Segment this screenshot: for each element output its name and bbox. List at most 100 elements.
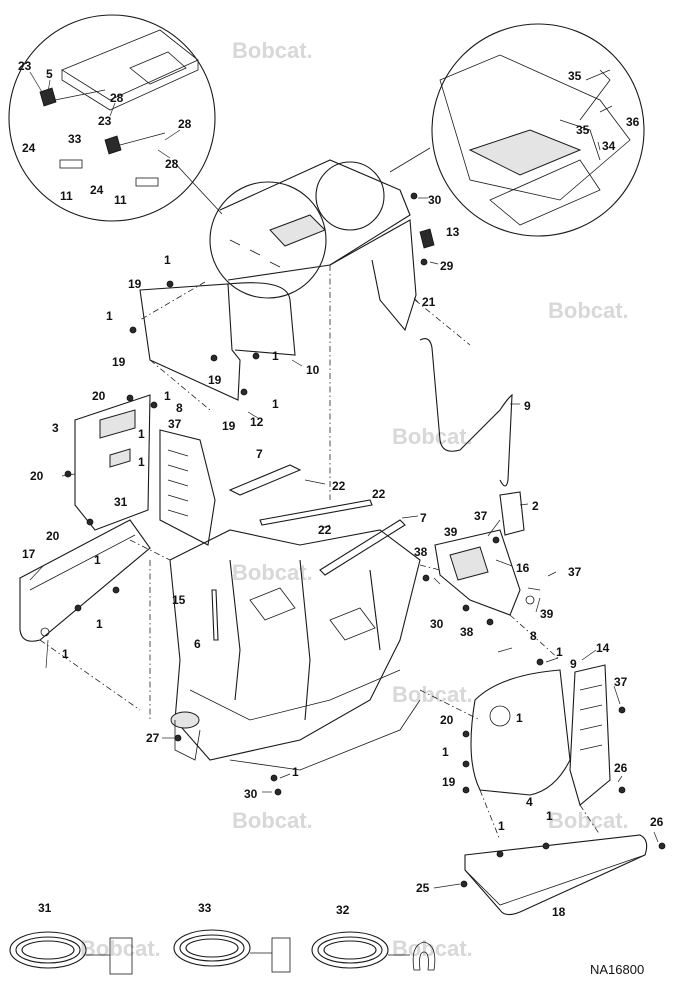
callout-37: 37 [614,675,628,689]
callout-35: 35 [576,123,590,137]
callout-1: 1 [442,745,449,759]
step-18 [464,834,648,916]
callout-28: 28 [110,91,124,105]
callout-5: 5 [46,67,53,81]
callout-3: 3 [52,421,59,435]
callout-28: 28 [178,117,192,131]
callout-20: 20 [46,529,60,543]
callout-24: 24 [90,183,104,197]
callout-19: 19 [128,277,142,291]
drawing-code: NA16800 [590,962,644,977]
callout-14: 14 [596,641,610,655]
watermark: Bobcat. [232,38,313,63]
callout-33: 33 [68,132,82,146]
callout-30: 30 [430,617,444,631]
callout-30: 30 [244,787,258,801]
callout-33: 33 [198,901,212,915]
callout-36: 36 [626,115,640,129]
callout-7: 7 [256,447,263,461]
detail-circle-hinge [8,14,216,222]
callout-1: 1 [96,617,103,631]
callout-19: 19 [222,419,236,433]
watermark: Bobcat. [80,936,161,961]
callout-25: 25 [416,881,430,895]
callout-1: 1 [556,645,563,659]
callout-8: 8 [530,629,537,643]
seal-coil-31 [9,931,133,975]
rod-6 [211,589,219,641]
callout-8: 8 [176,401,183,415]
callout-1: 1 [138,427,145,441]
callout-37: 37 [474,509,488,523]
callout-1: 1 [164,389,171,403]
callout-7: 7 [420,511,427,525]
callout-28: 28 [165,157,179,171]
callout-34: 34 [602,139,616,153]
seal-strip-22 [259,499,373,526]
callout-18: 18 [552,905,566,919]
callout-22: 22 [332,479,346,493]
watermark: Bobcat. [548,298,629,323]
callout-38: 38 [460,625,474,639]
callout-20: 20 [92,389,106,403]
detail-circle-hood-support [431,23,645,237]
callout-10: 10 [306,363,320,377]
callout-9: 9 [570,657,577,671]
rear-cover-17 [19,519,151,642]
callout-19: 19 [442,775,456,789]
callout-30: 30 [428,193,442,207]
right-fender [470,664,611,806]
upper-hood-assembly [209,159,435,332]
callout-leaders [29,197,659,889]
seal-strip-7b [319,519,406,576]
callout-1: 1 [516,711,523,725]
callout-13: 13 [446,225,460,239]
callout-1: 1 [272,397,279,411]
callout-24: 24 [22,141,36,155]
callout-17: 17 [22,547,36,561]
callout-1: 1 [292,765,299,779]
callout-1: 1 [498,819,505,833]
callout-22: 22 [372,487,386,501]
callout-11: 11 [114,193,127,207]
callout-1: 1 [272,349,279,363]
callout-1: 1 [138,455,145,469]
callout-32: 32 [336,903,350,917]
watermark: Bobcat. [548,808,629,833]
main-frame [169,529,421,771]
callout-37: 37 [168,417,182,431]
callout-1: 1 [62,647,69,661]
callout-12: 12 [250,415,264,429]
callout-6: 6 [194,637,201,651]
watermark: Bobcat. [392,424,473,449]
callout-26: 26 [650,815,664,829]
seal-coil-32 [311,931,436,971]
callout-38: 38 [414,545,428,559]
callout-4: 4 [526,795,533,809]
callout-29: 29 [440,259,454,273]
callout-19: 19 [208,373,222,387]
callout-21: 21 [422,295,436,309]
callout-31: 31 [114,495,128,509]
seal-coil-33 [173,929,291,973]
callout-26: 26 [614,761,628,775]
watermark: Bobcat. [232,560,313,585]
seal-9 [419,338,513,487]
callout-11: 11 [60,189,73,203]
callout-1: 1 [546,809,553,823]
watermark: Bobcat. [392,682,473,707]
callout-1: 1 [106,309,113,323]
left-front-panel [74,394,216,546]
callout-2: 2 [532,499,539,513]
callout-23: 23 [18,59,32,73]
callout-1: 1 [94,553,101,567]
callout-1: 1 [164,253,171,267]
callout-labels: 23 5 28 23 28 33 24 28 24 11 11 35 36 35… [18,59,664,977]
callout-23: 23 [98,114,112,128]
callout-37: 37 [568,565,582,579]
seal-strip-7 [228,464,302,496]
watermark-layer: Bobcat. Bobcat. Bobcat. Bobcat. Bobcat. … [80,38,629,961]
watermark: Bobcat. [232,808,313,833]
callout-39: 39 [444,525,458,539]
